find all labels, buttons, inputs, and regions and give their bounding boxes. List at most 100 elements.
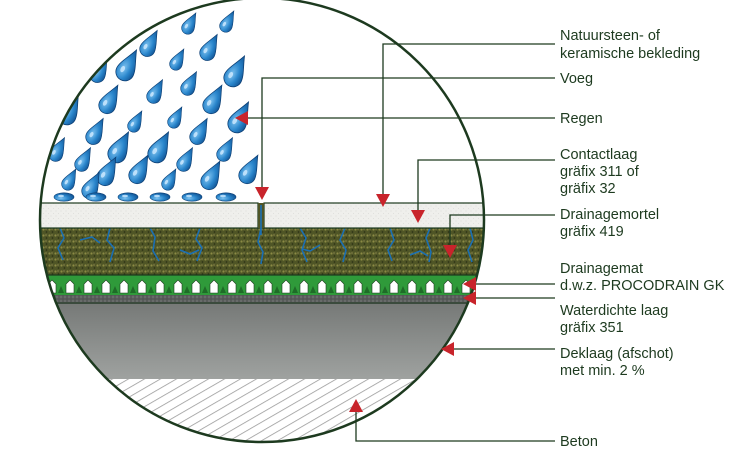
drainage-mat-rib xyxy=(400,286,406,293)
leader-natuursteen xyxy=(382,43,555,196)
drainage-channel xyxy=(299,227,308,263)
drainage-channel xyxy=(387,227,395,262)
label-contactlaag-3: gräfix 32 xyxy=(560,181,616,197)
arrow-deklaag xyxy=(441,342,454,356)
drainage-mat-rib xyxy=(454,286,460,293)
rain-drop xyxy=(167,106,183,129)
drainage-mat-stud xyxy=(119,279,129,294)
drainage-channel xyxy=(339,227,347,263)
drainage-channel xyxy=(179,249,200,255)
rain-drop xyxy=(189,117,208,145)
leader-lines xyxy=(246,43,555,442)
drainage-mat-stud xyxy=(479,279,484,294)
drainage-mat-rib xyxy=(238,286,244,293)
drainage-mat-rib xyxy=(40,286,46,293)
drainage-channel xyxy=(57,227,65,261)
arrow-drainagemat xyxy=(463,277,476,291)
drainage-mat-rib xyxy=(418,286,424,293)
rain-drop xyxy=(169,48,185,71)
drainage-mat-stud xyxy=(101,279,111,294)
drainage-mat-stud xyxy=(83,279,93,294)
drainage-mat-rib xyxy=(364,286,370,293)
rain-drop xyxy=(219,10,235,33)
label-deklaag-2: met min. 2 % xyxy=(560,363,645,379)
rain-drop xyxy=(96,156,117,187)
drainage-mat-stud xyxy=(371,279,381,294)
drainage-mat-rib xyxy=(508,286,514,293)
drainage-mat-rib xyxy=(256,286,262,293)
label-regen: Regen xyxy=(560,111,603,127)
rain-drop xyxy=(180,70,197,96)
rain-drop xyxy=(85,117,104,145)
concrete-layer xyxy=(40,378,484,442)
rain-drop xyxy=(176,146,193,172)
rain-puddle xyxy=(117,192,139,202)
drainage-mat-rib xyxy=(436,286,442,293)
tile-left xyxy=(40,202,259,229)
leader-beton xyxy=(355,410,555,442)
screed-layer xyxy=(40,303,484,379)
leader-drainagemortel xyxy=(449,214,555,248)
rain-drop xyxy=(48,136,65,162)
drainage-mat-stud xyxy=(353,279,363,294)
drainage-channel xyxy=(467,227,474,263)
drainage-mat-rib xyxy=(346,286,352,293)
label-voeg: Voeg xyxy=(560,71,593,87)
label-beton: Beton xyxy=(560,434,598,450)
rain-puddle xyxy=(181,192,203,202)
leader-contactlaag xyxy=(417,159,555,213)
drainage-mat-stud xyxy=(30,280,38,293)
arrow-regen xyxy=(235,111,248,125)
drainage-mat-rib xyxy=(274,286,280,293)
drainage-mat-stud xyxy=(137,279,147,294)
drainage-channel xyxy=(409,250,429,257)
drainage-mat-stud xyxy=(155,279,165,294)
rain-drop xyxy=(202,84,223,115)
drainage-mat-stud xyxy=(498,280,506,293)
arrowheads xyxy=(235,111,476,412)
rain-drop xyxy=(139,29,158,57)
drainage-mat-rib xyxy=(202,286,208,293)
label-waterdichte-1: Waterdichte laag xyxy=(560,303,668,319)
drainage-mat-studs xyxy=(30,279,514,294)
drainage-mat-rib xyxy=(58,286,64,293)
arrow-natuursteen xyxy=(376,194,390,207)
drainage-mat-rib xyxy=(490,286,496,293)
drainage-channel xyxy=(425,227,432,263)
drainage-mat-stud xyxy=(335,279,345,294)
rain-drop xyxy=(199,33,218,61)
arrow-voeg xyxy=(255,187,269,200)
label-drainagemat-2: d.w.z. PROCODRAIN GK xyxy=(560,278,725,294)
drainage-mat-rib xyxy=(130,286,136,293)
rain-drop xyxy=(146,78,163,104)
rain-drop xyxy=(147,130,170,164)
rain-drop xyxy=(98,84,119,115)
drainage-mat-stud xyxy=(425,279,435,294)
drainage-mat-stud xyxy=(389,279,399,294)
rain-puddle xyxy=(85,192,107,202)
drainage-mat-rib xyxy=(292,286,298,293)
rain-puddles xyxy=(53,192,237,202)
drainage-channel xyxy=(149,227,160,262)
labels: Natuursteen- of keramische bekleding Voe… xyxy=(560,28,725,450)
rain-puddle xyxy=(53,192,75,202)
drainage-mat-stud xyxy=(227,279,237,294)
drainage-mat-stud xyxy=(407,279,417,294)
leader-voeg xyxy=(261,77,555,190)
drainage-mat-rib xyxy=(328,286,334,293)
drainage-mat-rib xyxy=(166,286,172,293)
drainage-channel xyxy=(106,227,115,263)
label-drainagemat-1: Drainagemat xyxy=(560,261,643,277)
rain-puddle xyxy=(215,192,237,202)
drainage-mat-rib xyxy=(76,286,82,293)
drainage-mat-rib xyxy=(184,286,190,293)
label-deklaag-1: Deklaag (afschot) xyxy=(560,346,674,362)
rain-drop xyxy=(181,12,197,35)
drainage-mat-rib xyxy=(94,286,100,293)
section-circle xyxy=(38,0,486,444)
label-drainagemortel-2: gräfix 419 xyxy=(560,224,624,240)
drainage-mat-rib xyxy=(220,286,226,293)
